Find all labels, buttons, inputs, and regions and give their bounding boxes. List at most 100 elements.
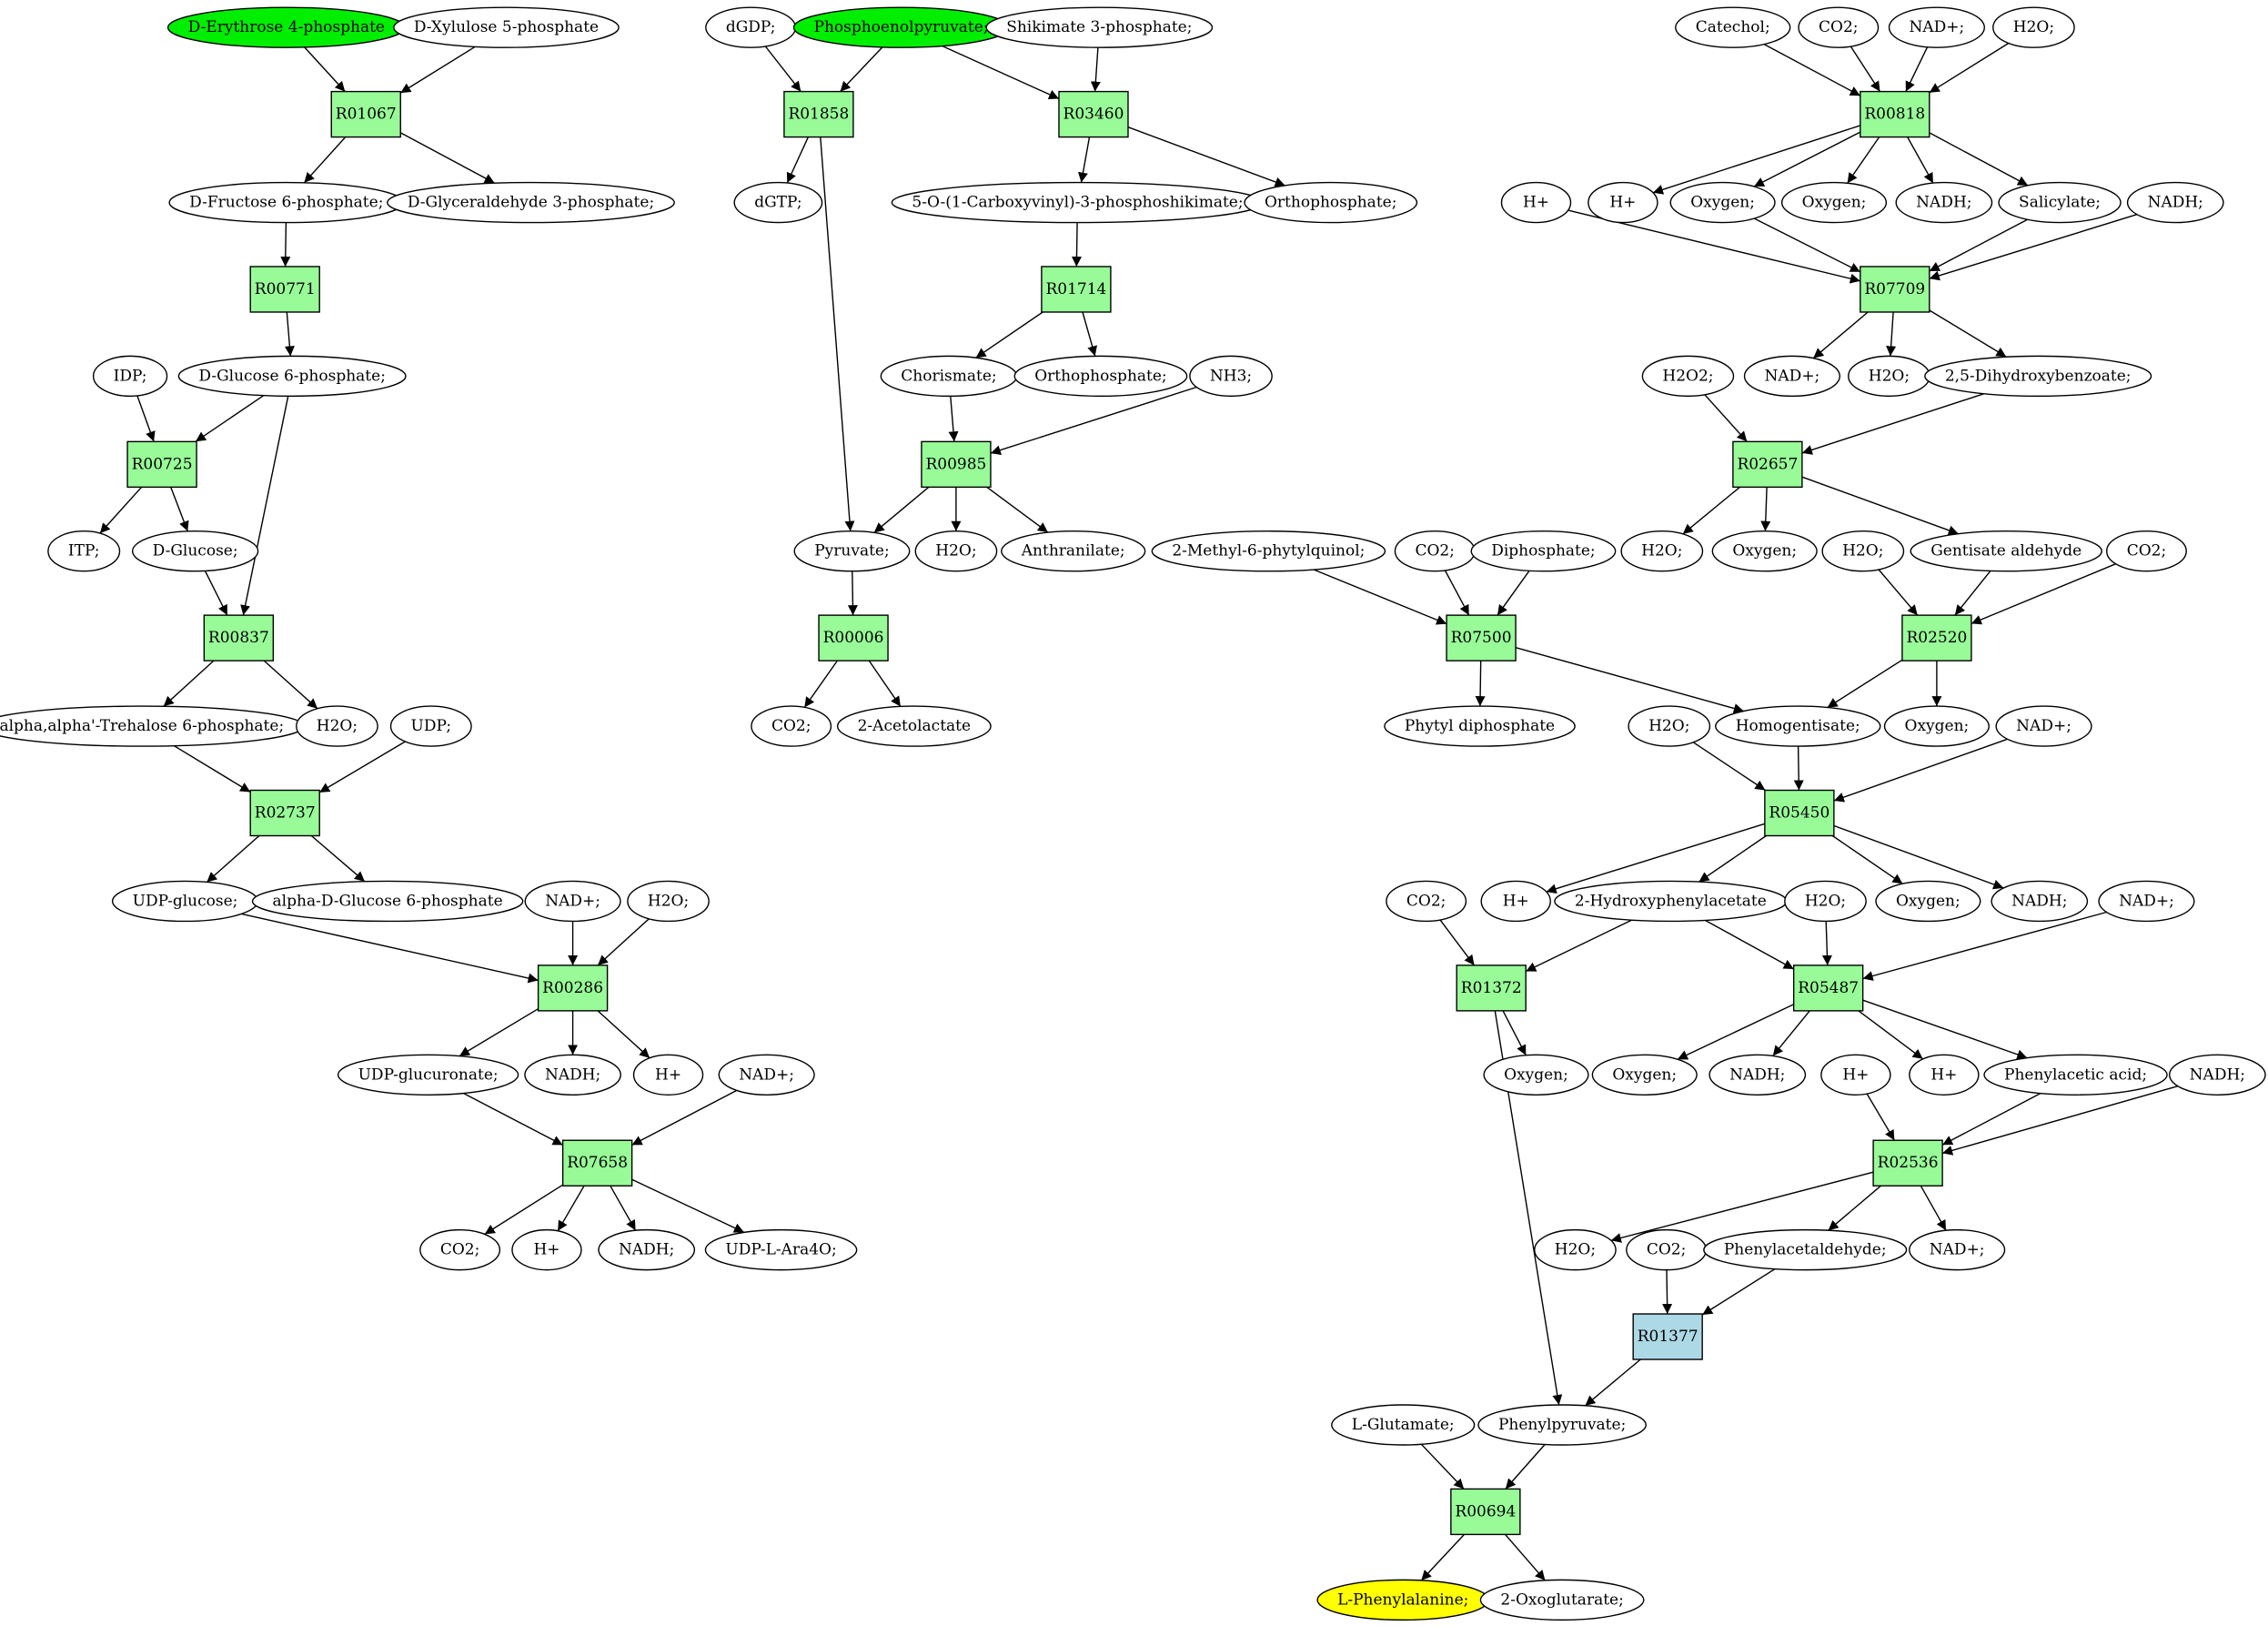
edge-arrow [1905,46,1929,92]
edge-arrow [597,1010,650,1059]
reaction-label: R02520 [1906,629,1967,647]
metabolite-label: Gentisate aldehyde [1930,542,2082,561]
metabolite-ellipse [337,1054,519,1096]
metabolite-label: Oxygen; [1905,717,1970,735]
metabolite-node: D-Glyceraldehyde 3-phosphate; [387,181,675,224]
metabolite-node: UDP-glucuronate; [337,1054,519,1096]
metabolite-node: Oxygen; [1669,181,1776,224]
edge-arrow [1929,42,2010,94]
reaction-label: R00725 [132,455,193,473]
edge-arrow [1525,919,1632,973]
reaction-box [1446,614,1517,662]
reaction-node: R01067 [330,90,401,138]
metabolite-ellipse [751,705,832,747]
metabolite-ellipse [627,880,710,923]
reaction-box [1860,266,1930,313]
metabolite-node: H2O; [627,880,710,923]
metabolite-label: D-Glucose 6-phosphate; [198,367,386,385]
reaction-label: R01372 [1461,979,1522,997]
edge-arrow [1941,1086,2178,1156]
metabolite-node: NAD+; [1909,1228,2006,1271]
reaction-node: R02657 [1732,440,1803,489]
reaction-node: R07658 [561,1139,633,1187]
edge-arrow [1420,1533,1466,1581]
reaction-node: R01372 [1456,964,1527,1012]
reaction-box [1632,1313,1703,1360]
metabolite-node: alpha,alpha'-Trehalose 6-phosphate; [0,705,305,747]
metabolite-label: H2O; [1869,367,1910,385]
metabolite-node: H2O; [1784,880,1867,923]
reaction-box [1901,614,1972,662]
edge-arrow [1753,131,1861,187]
metabolite-label: Oxygen; [1802,194,1867,212]
metabolite-node: H+ [1500,181,1572,224]
metabolite-node: Diphosphate; [1470,530,1617,572]
metabolite-label: Oxygen; [1732,542,1797,561]
metabolite-node: H+ [1820,1054,1891,1096]
edge-arrow [986,486,1049,533]
metabolite-node: H2O; [914,530,998,572]
reaction-box [1041,266,1112,313]
metabolite-ellipse [1001,530,1146,572]
metabolite-node: Oxygen; [1591,1054,1698,1096]
metabolite-label: NAD+; [2119,892,2174,910]
metabolite-node: Phenylpyruvate; [1477,1404,1647,1446]
edge-arrow [1941,1092,2041,1146]
edge-arrow [399,132,496,184]
metabolite-label: H2O; [317,717,358,735]
metabolite-ellipse [1998,181,2122,224]
metabolite-label: Oxygen; [1612,1065,1677,1084]
metabolite-ellipse [1715,705,1881,747]
metabolite-node: NAD+; [718,1054,815,1096]
metabolite-label: L-Phenylalanine; [1337,1591,1468,1609]
metabolite-ellipse [1909,1054,1980,1096]
metabolite-node: 2,5-Dihydroxybenzoate; [1924,355,2152,398]
reaction-box [1450,1488,1521,1536]
metabolite-label: H2O; [648,892,689,910]
metabolite-ellipse [1151,530,1386,572]
metabolite-ellipse [1888,6,1985,48]
reaction-label: R00985 [925,455,986,473]
reaction-node: R00985 [921,440,992,489]
metabolite-node: Phenylacetic acid; [1983,1054,2168,1096]
edge-arrow [1515,647,1744,713]
reaction-node: R01858 [783,90,854,138]
metabolite-label: Phenylpyruvate; [1498,1416,1626,1434]
edge-arrow [1505,1444,1546,1490]
metabolite-label: NADH; [2190,1065,2245,1084]
reaction-node: R00006 [818,614,889,662]
reaction-box [249,789,320,837]
metabolite-ellipse [1479,1579,1645,1621]
metabolite-node: NADH; [524,1054,621,1096]
metabolite-node: Catechol; [1675,6,1791,48]
edge-arrow [174,745,251,793]
metabolite-node: H+ [632,1054,704,1096]
metabolite-ellipse [389,705,472,747]
metabolite-label: CO2; [771,717,811,735]
metabolite-node: H2O; [1821,530,1905,572]
reaction-label: R00837 [208,629,269,647]
metabolite-label: Phytyl diphosphate [1405,717,1555,735]
metabolite-ellipse [1709,1054,1807,1096]
metabolite-node: Phosphoenolpyruvate; [792,6,1010,48]
metabolite-ellipse [1591,1054,1698,1096]
reaction-label: R01067 [336,106,397,124]
metabolite-ellipse [2105,530,2187,572]
reaction-label: R02737 [255,804,316,823]
metabolite-label: Oxygen; [1504,1065,1568,1084]
metabolite-node: Homogentisate; [1715,705,1881,747]
edge-arrow [1862,999,2028,1060]
reaction-box [1764,789,1835,837]
metabolite-label: alpha-D-Glucose 6-phosphate [273,892,503,910]
metabolite-ellipse [1483,1054,1589,1096]
metabolite-label: 2-Hydroxyphenylacetate [1575,892,1767,910]
metabolite-ellipse [1675,6,1791,48]
edge-arrow [1812,311,1869,359]
metabolite-label: Homogentisate; [1736,717,1860,735]
edge-arrow [1760,487,1771,531]
metabolite-node: Oxygen; [1883,705,1990,747]
metabolite-ellipse [1798,6,1880,48]
metabolite-label: Salicylate; [2019,194,2101,212]
metabolite-ellipse [632,1054,704,1096]
reaction-node: R02536 [1872,1139,1943,1187]
